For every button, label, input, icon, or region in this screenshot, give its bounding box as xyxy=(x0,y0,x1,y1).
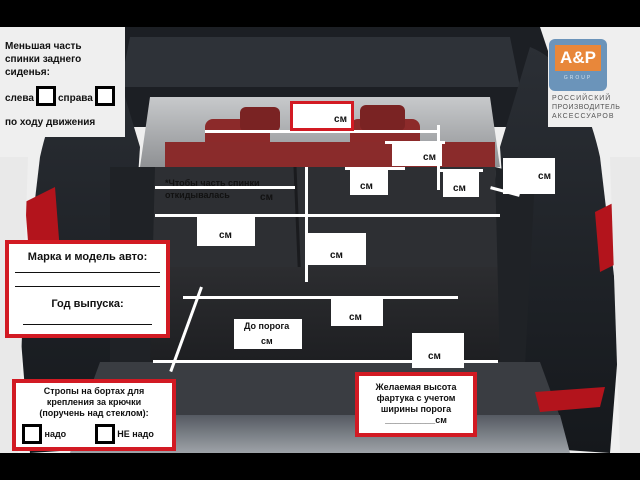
unit-label: см xyxy=(261,336,273,346)
straps-line-1: Стропы на бортах для xyxy=(43,386,145,396)
apron-unit: см xyxy=(435,415,447,425)
car-trunk-photo xyxy=(0,27,640,453)
seat-panel-title-3: сиденья: xyxy=(5,67,50,78)
ap-group-logo: A&P GROUP РОССИЙСКИЙ ПРОИЗВОДИТЕЛЬ АКСЕС… xyxy=(548,27,640,127)
apron-height-panel: Желаемая высота фартука с учетом ширины … xyxy=(355,372,477,437)
seatback-right-width-field[interactable]: см xyxy=(308,233,366,265)
logo-brand: A&P xyxy=(555,45,601,71)
measure-line-seat-top xyxy=(155,186,295,189)
measure-line-top xyxy=(205,130,440,133)
unit-label: см xyxy=(428,351,441,362)
backrest-note-line2: откидывалась xyxy=(165,190,230,200)
measure-line-vertical-center xyxy=(305,167,308,282)
right-checkbox[interactable] xyxy=(95,86,115,106)
unit-label: см xyxy=(334,114,347,125)
straps-options: надо НЕ надо xyxy=(16,424,172,444)
seat-panel-title-2: спинки заднего xyxy=(5,54,82,65)
left-checkbox[interactable] xyxy=(36,86,56,106)
straps-line-3: (поручень над стеклом): xyxy=(39,408,149,418)
straps-panel: Стропы на бортах для крепления за крючки… xyxy=(12,379,176,451)
straps-yes-label: надо xyxy=(44,429,67,439)
logo-tagline-3: АКСЕССУАРОВ xyxy=(552,113,615,120)
side-width-field[interactable]: см xyxy=(503,158,555,194)
headrest-width-field[interactable]: см xyxy=(392,144,442,166)
unit-label: см xyxy=(330,250,343,261)
measure-line-seat-top-right xyxy=(345,167,405,170)
right-label: справа xyxy=(58,93,93,104)
threshold-label: До порога xyxy=(244,321,290,331)
straps-yes-checkbox[interactable] xyxy=(22,424,42,444)
floor-length-field[interactable]: см xyxy=(412,333,464,368)
unit-label: см xyxy=(349,312,362,323)
seatback-right-height-field[interactable]: см xyxy=(443,172,479,197)
car-info-panel: Марка и модель авто: Год выпуска: xyxy=(5,240,170,338)
unit-label: см xyxy=(453,183,466,194)
unit-label: см xyxy=(423,152,436,163)
make-model-input-2[interactable] xyxy=(15,286,160,287)
left-label: слева xyxy=(5,93,34,104)
measure-line-floor-front xyxy=(153,360,498,363)
make-model-label: Марка и модель авто: xyxy=(27,251,148,263)
apron-blank: __________ xyxy=(385,415,436,425)
measure-line-headrest xyxy=(385,141,445,144)
floor-width-field[interactable]: см xyxy=(331,299,383,326)
measure-line-floor-back xyxy=(183,296,458,299)
year-label: Год выпуска: xyxy=(51,298,124,310)
measure-line-seat-top-right2 xyxy=(438,169,483,172)
direction-note: по ходу движения xyxy=(5,117,96,128)
straps-no-label: НЕ надо xyxy=(117,429,154,439)
unit-label: см xyxy=(219,230,232,241)
logo-sub: GROUP xyxy=(563,75,593,81)
apron-line-2: фартука с учетом xyxy=(376,393,456,403)
logo-tagline-2: ПРОИЗВОДИТЕЛЬ xyxy=(552,104,621,111)
apron-input-row[interactable]: __________см xyxy=(359,415,473,426)
apron-line-1: Желаемая высота xyxy=(375,382,457,392)
cargo-opening-height-field[interactable]: см xyxy=(290,101,354,131)
year-input[interactable] xyxy=(23,324,152,325)
seat-panel-title-1: Меньшая часть xyxy=(5,41,82,52)
backrest-note-line1: *Чтобы часть спинки xyxy=(165,178,260,188)
seatback-small-height-field[interactable]: см xyxy=(350,169,388,195)
seatback-left-width-field[interactable]: см xyxy=(197,216,255,246)
logo-tagline-1: РОССИЙСКИЙ xyxy=(552,95,612,102)
unit-label: см xyxy=(260,192,273,203)
measurement-form-canvas: Меньшая часть спинки заднего сиденья: сл… xyxy=(0,27,640,453)
unit-label: см xyxy=(360,181,373,192)
seat-part-panel: Меньшая часть спинки заднего сиденья: сл… xyxy=(0,27,125,137)
logo-badge: A&P GROUP xyxy=(549,39,607,91)
measure-line-seat-middle xyxy=(155,214,500,217)
straps-line-2: крепления за крючки xyxy=(46,397,142,407)
floor-to-threshold-field[interactable]: До порога см xyxy=(234,319,302,349)
backrest-note-field[interactable]: *Чтобы часть спинки откидывалась см xyxy=(155,175,275,205)
make-model-input-1[interactable] xyxy=(15,272,160,273)
apron-line-3: ширины порога xyxy=(380,404,452,414)
straps-no-checkbox[interactable] xyxy=(94,424,115,444)
unit-label: см xyxy=(538,171,551,182)
